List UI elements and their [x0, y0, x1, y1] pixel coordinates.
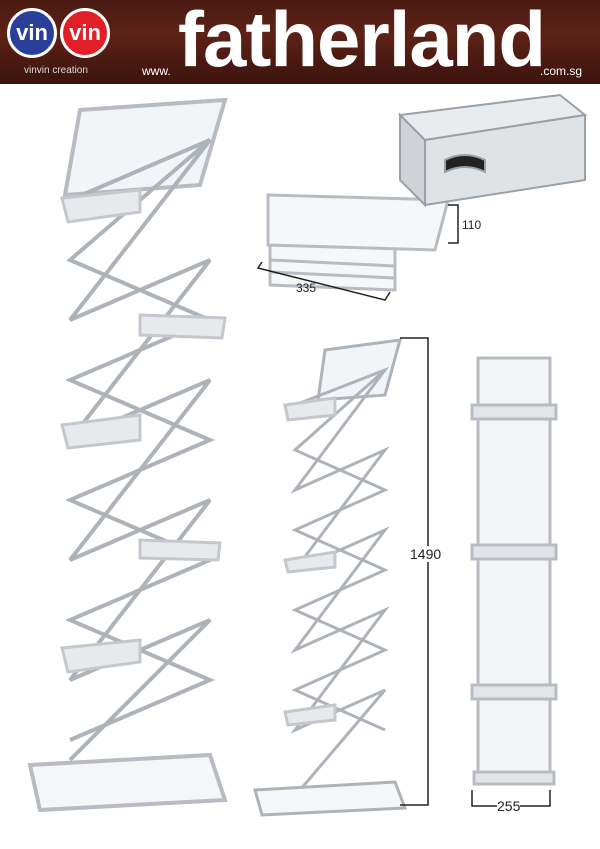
folded-stand-stack: [266, 193, 450, 292]
url-prefix: www.: [142, 64, 171, 78]
logo-vin-blue: vin: [7, 8, 57, 58]
logo-vin-red: vin: [60, 8, 110, 58]
brand-name: fatherland: [178, 0, 546, 83]
dimension-stand-height: 1490: [410, 546, 442, 562]
small-brochure-stand: [253, 338, 408, 817]
front-view-stand: [470, 356, 558, 786]
dimension-stand-width: 255: [497, 798, 521, 814]
dimension-folded-width: 335: [296, 281, 317, 295]
header-banner: vin vin vinvin creation www. fatherland …: [0, 0, 600, 84]
dimension-lines: [256, 204, 551, 807]
carry-case: [397, 93, 588, 208]
url-suffix: .com.sg: [540, 64, 583, 78]
logo-tagline: vinvin creation: [24, 65, 88, 76]
large-brochure-stand: [27, 97, 228, 813]
dimension-folded-height: 110: [462, 218, 482, 232]
